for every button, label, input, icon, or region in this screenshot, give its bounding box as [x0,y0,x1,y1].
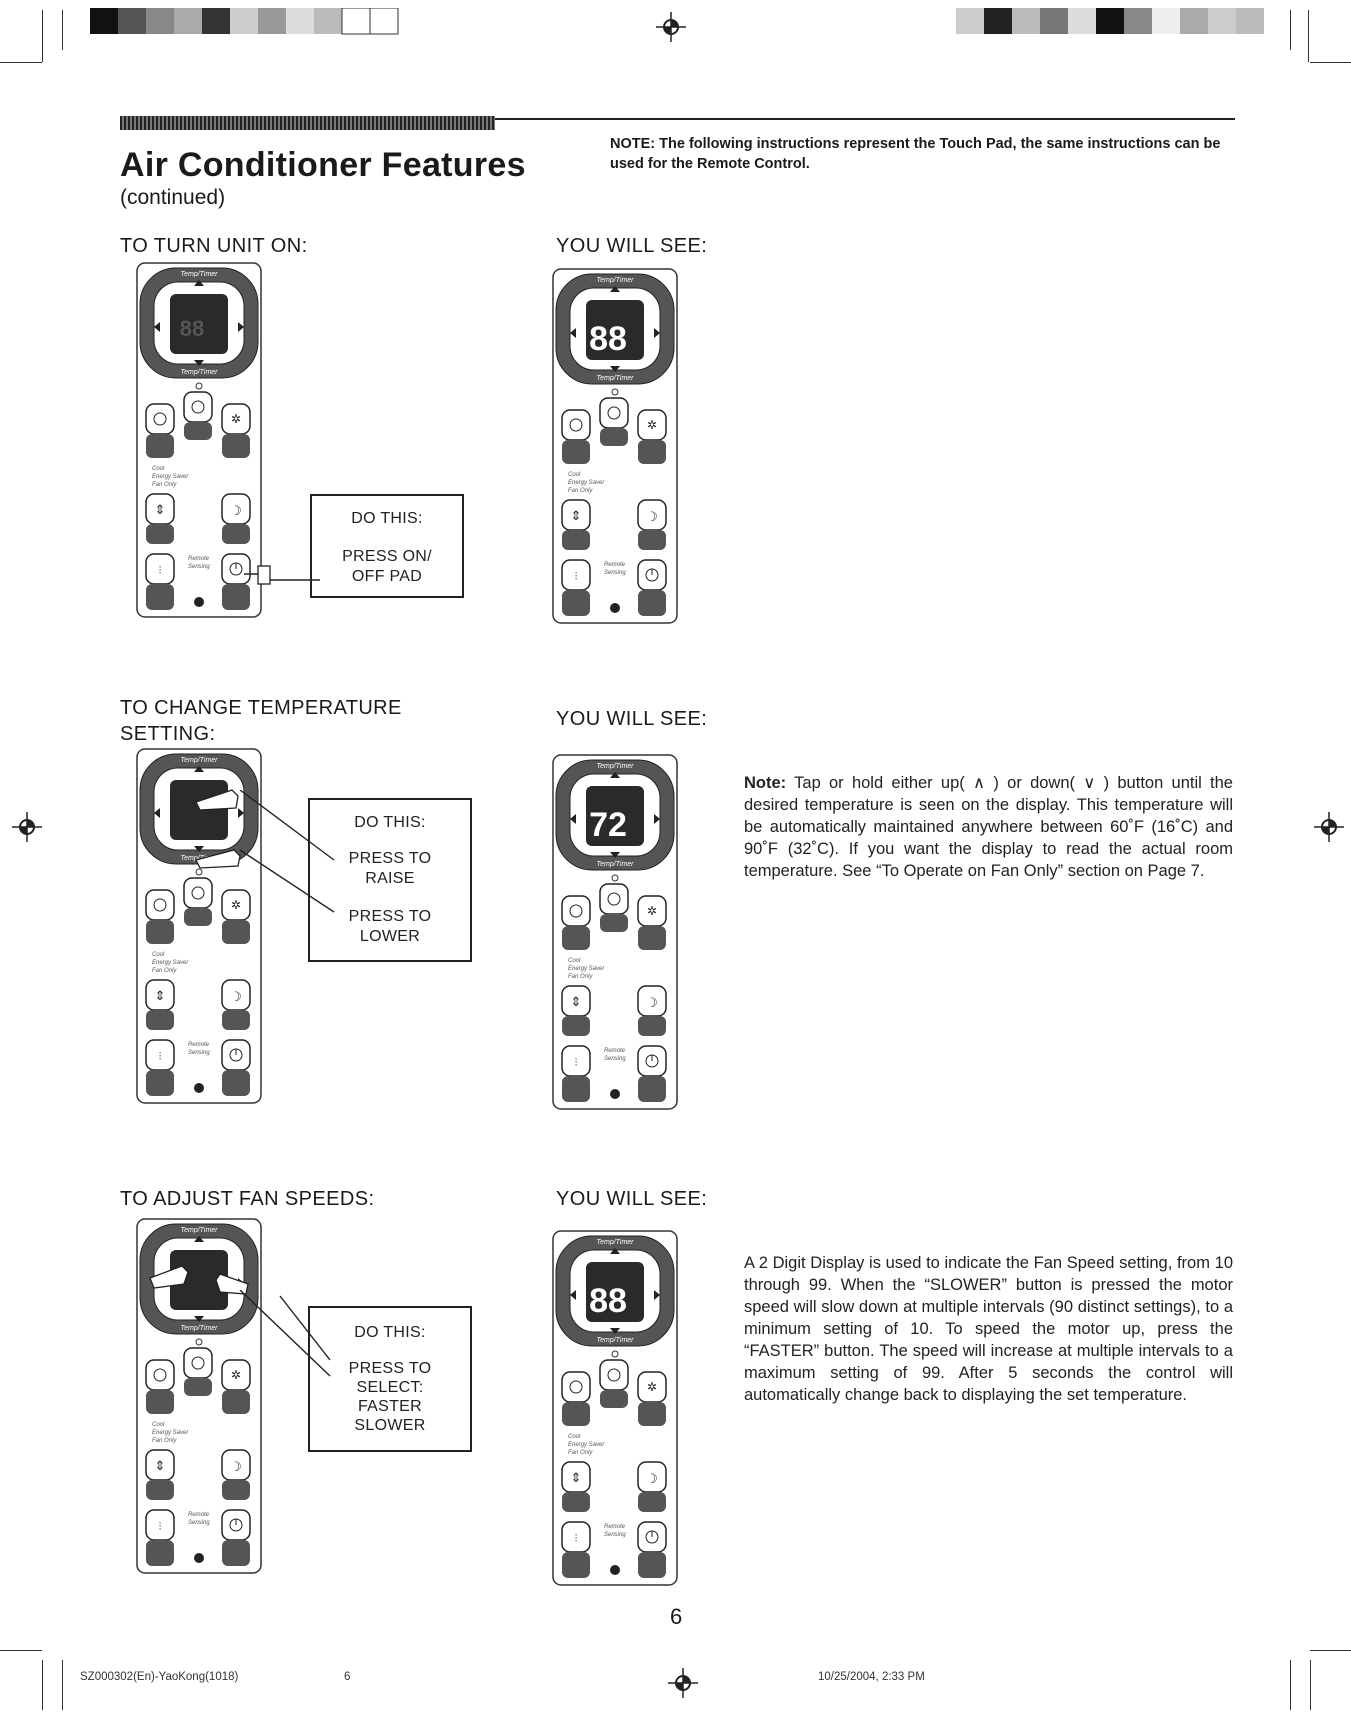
callout-line: RAISE [365,870,415,887]
section-see-heading: YOU WILL SEE: [556,708,708,730]
crop-mark [1308,10,1309,62]
section-heading-turn-on: TO TURN UNIT ON: [120,235,308,257]
footer-page: 6 [344,1671,351,1683]
touch-pad-illustration-turn-on: 88 [136,262,262,618]
header-rule-line [495,118,1235,120]
callout-line: PRESS TO [348,908,432,925]
crop-mark [1310,1650,1351,1651]
section-heading-fan-speeds: TO ADJUST FAN SPEEDS: [120,1188,375,1210]
page-number: 6 [670,1604,683,1629]
crop-mark [0,62,42,63]
section-see-heading: YOU WILL SEE: [556,235,708,257]
display-value: 72 [589,806,627,844]
note-label: Note: [744,774,787,792]
section-heading-line2: SETTING: [120,723,216,745]
fan-speed-description: A 2 Digit Display is used to indicate th… [744,1254,1233,1404]
touch-pad-illustration-you-will-see-on: 88 [552,268,678,624]
section-heading-change-temp: TO CHANGE TEMPERATURE SETTING: [120,695,402,747]
callout-line: SELECT: [356,1379,424,1396]
crop-mark [1310,62,1351,63]
crop-mark [1310,1660,1311,1710]
callout-line: FASTER [357,1398,423,1415]
note-text: Tap or hold either up( ∧ ) or down( ∨ ) … [744,774,1233,880]
crop-mark [42,10,43,62]
registration-mark [668,1668,698,1698]
crop-mark [42,1660,43,1710]
crop-mark [1290,10,1291,50]
callout-line: PRESS ON/ [342,548,432,565]
touch-pad-illustration-fan-speeds [136,1218,262,1574]
touch-pad-illustration-change-temp [136,748,262,1104]
section-heading-line1: TO CHANGE TEMPERATURE [120,697,402,719]
touch-pad-illustration-you-will-see-temp: 72 [552,754,678,1110]
footer-datetime: 10/25/2004, 2:33 PM [818,1671,925,1683]
callout-title: DO THIS: [351,510,423,527]
header-rule-bar [120,116,495,130]
registration-mark [12,812,42,842]
svg-text:88: 88 [180,316,204,341]
crop-mark [62,1660,63,1710]
callout-title: DO THIS: [354,814,426,831]
display-value: 88 [589,320,627,358]
color-bar-left [90,8,399,35]
page-title: Air Conditioner Features [120,146,526,184]
callout-leader-lines [239,1290,331,1377]
callout-line: PRESS TO [348,1360,432,1377]
callout-title: DO THIS: [354,1324,426,1341]
registration-mark [1314,812,1344,842]
header-note: NOTE: The following instructions represe… [610,136,1221,172]
callout-do-this-fan-speeds: DO THIS: PRESS TO SELECT: FASTER SLOWER [308,1306,472,1452]
crop-mark [1290,1660,1291,1710]
color-bar-right [956,8,1264,34]
temperature-note: Note: Tap or hold either up( ∧ ) or down… [744,772,1233,882]
touch-pad-illustration-you-will-see-fan: 88 [552,1230,678,1586]
callout-line: SLOWER [354,1417,426,1434]
callout-do-this-turn-on: DO THIS: PRESS ON/ OFF PAD [310,494,464,598]
page-subtitle: (continued) [120,186,226,209]
display-value: 88 [589,1282,627,1320]
callout-line: OFF PAD [351,568,423,585]
callout-connector [244,565,320,585]
crop-mark [62,10,63,50]
registration-mark [656,12,686,42]
footer-file-name: SZ000302(En)-YaoKong(1018) [80,1671,239,1683]
callout-do-this-change-temp: DO THIS: PRESS TO RAISE PRESS TO LOWER [308,798,472,962]
callout-leader-lines [239,790,335,913]
section-see-heading: YOU WILL SEE: [556,1188,708,1210]
crop-mark [0,1650,42,1651]
callout-line: PRESS TO [348,850,432,867]
callout-line: LOWER [359,928,421,945]
